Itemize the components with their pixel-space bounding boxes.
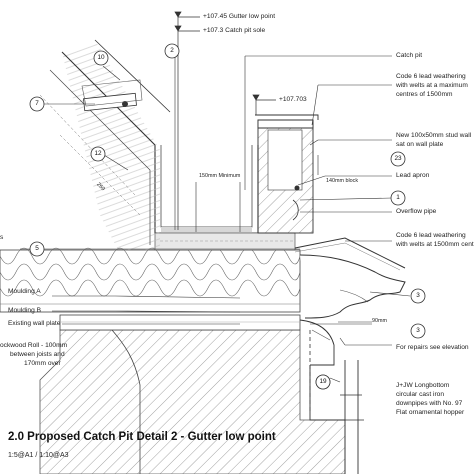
existing-wall-plate-label: Existing wall plate <box>8 320 61 327</box>
lead-apron-label: Lead apron <box>396 172 430 179</box>
downpipe-label-1: J+JW Longbottom <box>396 382 450 389</box>
tag-circle <box>93 50 109 66</box>
tag-7: 7 <box>35 100 39 107</box>
tag-3-lower: 3 <box>416 327 420 334</box>
rockwool-label-3: 170mm over <box>24 360 61 367</box>
lead-weathering-b-label-2: with welts at 1500mm centres <box>396 241 474 248</box>
tag-circle <box>164 43 180 59</box>
insulation-layer <box>0 247 301 313</box>
tag-circle <box>410 288 426 304</box>
overflow-pipe-label: Overflow pipe <box>396 208 437 215</box>
lead-weathering-label-1: Code 6 lead weathering <box>396 73 466 80</box>
repairs-label: For repairs see elevation <box>396 344 469 351</box>
drawing-title: 2.0 Proposed Catch Pit Detail 2 - Gutter… <box>8 431 276 443</box>
lead-weathering-label-3: centres of 1500mm <box>396 91 453 98</box>
lead-weathering-label-2: with welts at a maximum <box>396 82 468 89</box>
rockwool-label-2: between joists and <box>10 351 65 358</box>
tag-circle <box>315 374 331 390</box>
tag-3-upper: 3 <box>416 292 420 299</box>
tag-12: 12 <box>94 150 102 157</box>
tag-19: 19 <box>319 378 327 385</box>
cornice-and-lead-roof <box>294 237 406 421</box>
existing-wall-plate <box>59 314 301 331</box>
tag-circle <box>29 96 45 112</box>
tag-10: 10 <box>97 54 105 61</box>
tag-circle <box>390 151 406 167</box>
downpipe <box>338 360 364 474</box>
tag-23: 23 <box>394 155 402 162</box>
stud-wall-label-2: sat on wall plate <box>396 141 444 148</box>
tag-circle <box>410 323 426 339</box>
gutter-low-point-level: +107.45 Gutter low point <box>203 13 276 20</box>
min-150-dimension: 150mm Minimum <box>199 173 241 179</box>
downpipe-label-4: Flat ornamental hopper <box>396 409 465 416</box>
tag-5: 5 <box>35 245 39 252</box>
pitched-roof <box>39 39 171 250</box>
rockwool-label-1: ockwood Roll - 100mm <box>0 342 68 349</box>
lead-weathering-b-label-1: Code 6 lead weathering <box>396 232 466 239</box>
masonry-wall <box>39 329 346 474</box>
moulding-b-label: Moulding B <box>8 307 41 314</box>
drawing-scale: 1:5@A1 / 1:10@A3 <box>8 452 69 459</box>
dim-90mm: 90mm <box>372 318 387 324</box>
downpipe-label-3: downpipes with No. 97 <box>396 400 463 407</box>
tag-1: 1 <box>396 194 400 201</box>
catch-pit-label: Catch pit <box>396 52 423 59</box>
tag-circle <box>29 241 45 257</box>
wall-top-level: +107.703 <box>279 96 307 103</box>
reference-tags <box>29 43 426 390</box>
downpipe-label-2: circular cast iron <box>396 391 445 398</box>
block-140-dimension: 140mm block <box>326 178 359 184</box>
stud-wall <box>255 114 319 234</box>
leader-lines <box>20 55 411 383</box>
tag-2: 2 <box>170 47 174 54</box>
catch-pit-sole-level: +107.3 Catch pit sole <box>203 27 266 34</box>
edge-fragment-label: s <box>0 234 4 241</box>
tag-circle <box>90 146 106 162</box>
stud-wall-label-1: New 100x50mm stud wall <box>396 132 472 139</box>
tag-circle <box>390 190 406 206</box>
moulding-a-label: Moulding A <box>8 288 41 295</box>
